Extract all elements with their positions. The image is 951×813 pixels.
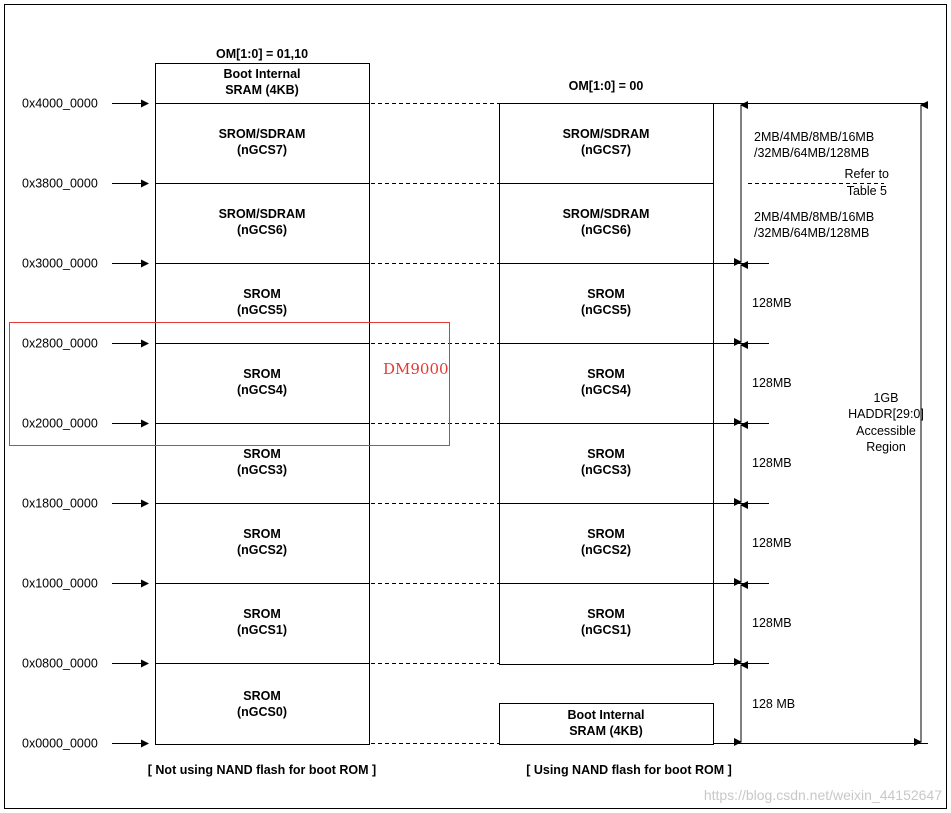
right-block-label-2: (nGCS4) xyxy=(581,383,631,397)
right-block-label-1: Boot Internal xyxy=(567,708,644,722)
refer-label-1: Refer to xyxy=(845,167,890,181)
bank-size-label: 128MB xyxy=(752,456,792,470)
size-indicator-lines xyxy=(713,101,928,746)
bank-size-label: 128MB xyxy=(752,536,792,550)
left-block-label-2: (nGCS5) xyxy=(237,303,287,317)
size-label-ngcs7-1: 2MB/4MB/8MB/16MB xyxy=(754,130,874,144)
right-map-title: OM[1:0] = 00 xyxy=(569,79,644,93)
size-label-ngcs7-2: /32MB/64MB/128MB xyxy=(754,146,869,160)
address-label: 0x0800_0000 xyxy=(22,657,98,671)
watermark: https://blog.csdn.net/weixin_44152647 xyxy=(704,787,942,803)
right-boot-sram-box xyxy=(499,703,714,745)
left-block-label-1: SROM xyxy=(243,367,281,381)
left-block-label-2: (nGCS7) xyxy=(237,143,287,157)
left-block-label-2: (nGCS4) xyxy=(237,383,287,397)
left-block-label-2: (nGCS3) xyxy=(237,463,287,477)
address-label: 0x0000_0000 xyxy=(22,737,98,751)
size-label-ngcs6-2: /32MB/64MB/128MB xyxy=(754,226,869,240)
right-block-label-2: (nGCS7) xyxy=(581,143,631,157)
address-label: 0x1000_0000 xyxy=(22,577,98,591)
left-block-label-1: Boot Internal xyxy=(223,67,300,81)
address-label: 0x2800_0000 xyxy=(22,337,98,351)
bank-size-label: 128 MB xyxy=(752,697,795,711)
left-dividers xyxy=(155,103,370,664)
right-block-label-1: SROM/SDRAM xyxy=(563,127,650,141)
total-label-1: 1GB xyxy=(873,391,898,405)
left-block-label-1: SROM xyxy=(243,689,281,703)
right-block-label-2: (nGCS1) xyxy=(581,623,631,637)
right-caption: [ Using NAND flash for boot ROM ] xyxy=(526,763,732,777)
left-block-label-1: SROM/SDRAM xyxy=(219,207,306,221)
left-block-label-2: (nGCS6) xyxy=(237,223,287,237)
bank-size-label: 128MB xyxy=(752,296,792,310)
left-block-label-2: (nGCS1) xyxy=(237,623,287,637)
address-label: 0x3000_0000 xyxy=(22,257,98,271)
left-block-label-1: SROM xyxy=(243,527,281,541)
address-label: 0x1800_0000 xyxy=(22,497,98,511)
left-block-label-2: SRAM (4KB) xyxy=(225,83,299,97)
left-block-label-1: SROM xyxy=(243,447,281,461)
left-caption: [ Not using NAND flash for boot ROM ] xyxy=(148,763,376,777)
right-block-label-2: (nGCS2) xyxy=(581,543,631,557)
right-memory-column xyxy=(499,103,714,665)
total-label-4: Region xyxy=(866,440,906,454)
right-block-label-2: (nGCS6) xyxy=(581,223,631,237)
right-block-label-1: SROM/SDRAM xyxy=(563,207,650,221)
left-map-title: OM[1:0] = 01,10 xyxy=(216,47,308,61)
left-block-label-1: SROM xyxy=(243,287,281,301)
right-dividers xyxy=(499,183,714,584)
dm9000-highlight-box xyxy=(9,322,450,446)
right-block-label-1: SROM xyxy=(587,607,625,621)
address-label: 0x4000_0000 xyxy=(22,97,98,111)
bank-size-labels: 128MB 128MB 128MB 128MB 128MB 128 MB xyxy=(752,296,795,711)
address-label: 0x3800_0000 xyxy=(22,177,98,191)
right-block-label-1: SROM xyxy=(587,447,625,461)
refer-label-2: Table 5 xyxy=(847,184,887,198)
right-block-label-2: (nGCS5) xyxy=(581,303,631,317)
right-block-label-1: SROM xyxy=(587,287,625,301)
dm9000-annotation: DM9000 xyxy=(383,360,449,378)
size-label-ngcs6-1: 2MB/4MB/8MB/16MB xyxy=(754,210,874,224)
left-block-label-1: SROM xyxy=(243,607,281,621)
right-block-label-1: SROM xyxy=(587,527,625,541)
right-block-label-2: (nGCS3) xyxy=(581,463,631,477)
outer-frame xyxy=(4,4,947,809)
right-block-label-1: SROM xyxy=(587,367,625,381)
address-label: 0x2000_0000 xyxy=(22,417,98,431)
right-block-labels: SROM/SDRAM (nGCS7) SROM/SDRAM (nGCS6) SROM (n… xyxy=(563,127,650,738)
total-label-2: HADDR[29:0] xyxy=(848,407,924,421)
bank-size-label: 128MB xyxy=(752,616,792,630)
left-block-label-2: (nGCS2) xyxy=(237,543,287,557)
total-label-3: Accessible xyxy=(856,424,916,438)
left-block-label-1: SROM/SDRAM xyxy=(219,127,306,141)
left-block-label-2: (nGCS0) xyxy=(237,705,287,719)
address-labels: 0x4000_0000 0x3800_0000 0x3000_0000 0x2800_… xyxy=(22,97,149,751)
dashed-connectors xyxy=(371,103,884,744)
right-block-label-2: SRAM (4KB) xyxy=(569,724,643,738)
left-memory-column xyxy=(155,63,370,745)
bank-size-label: 128MB xyxy=(752,376,792,390)
